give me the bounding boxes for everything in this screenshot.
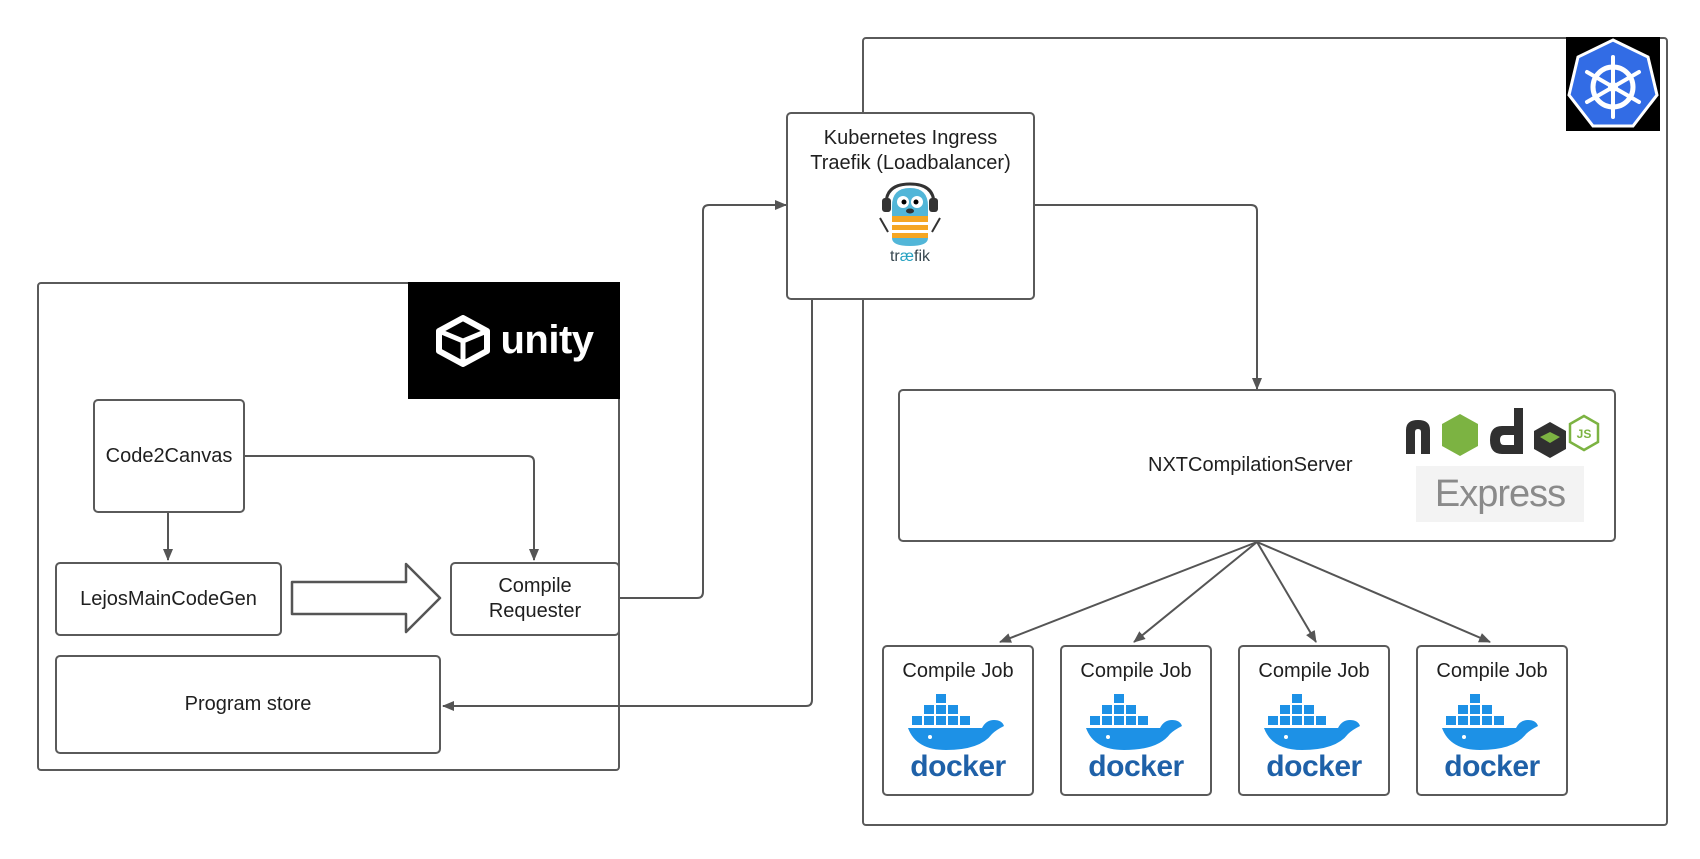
program-store-box: Program store xyxy=(55,655,441,754)
nodejs-logo: JS xyxy=(1400,402,1600,462)
arrow-ingress-to-program-store xyxy=(442,300,813,711)
docker-logo-2: docker xyxy=(1084,690,1188,786)
docker-whale-icon xyxy=(908,694,1004,750)
docker-logo-text-3: docker xyxy=(1266,750,1362,783)
compile-requester-label: Compile Requester xyxy=(488,575,582,622)
ingress-title: Kubernetes Ingress Traefik (Loadbalancer… xyxy=(810,126,1010,176)
code2canvas-box: Code2Canvas xyxy=(93,399,245,513)
kubernetes-logo xyxy=(1566,37,1660,131)
unity-logo: unity xyxy=(408,282,620,399)
traefik-logo-text: træfik xyxy=(889,248,930,265)
compile-job-label-3: Compile Job xyxy=(1258,660,1370,682)
nodejs-badge: JS xyxy=(1577,427,1592,441)
docker-logo-3: docker xyxy=(1262,690,1366,786)
docker-logo-text-1: docker xyxy=(910,750,1006,783)
nxt-compilation-server-label: NXTCompilationServer xyxy=(1148,454,1353,476)
unity-logo-text: unity xyxy=(500,318,594,362)
nodejs-wordmark-icon: JS xyxy=(1406,408,1600,458)
docker-whale-icon xyxy=(1264,694,1360,750)
arrow-requester-to-ingress xyxy=(620,200,787,599)
compile-job-label-4: Compile Job xyxy=(1436,660,1548,682)
docker-logo-text-4: docker xyxy=(1444,750,1540,783)
lejos-label: LejosMainCodeGen xyxy=(80,587,257,610)
express-logo: Express xyxy=(1416,466,1584,522)
docker-whale-icon xyxy=(1086,694,1182,750)
docker-logo-1: docker xyxy=(906,690,1010,786)
unity-group-frame xyxy=(37,282,620,771)
compile-job-label-2: Compile Job xyxy=(1080,660,1192,682)
arrow-code2canvas-to-requester xyxy=(243,455,539,561)
docker-logo-4: docker xyxy=(1440,690,1544,786)
arrow-ingress-server-bidirectional xyxy=(1024,200,1262,390)
arrow-server-to-job-2 xyxy=(1133,541,1258,643)
kubernetes-cluster-frame xyxy=(862,37,1668,826)
arrow-server-to-job-4 xyxy=(1256,541,1491,643)
traefik-logo: træfik xyxy=(870,182,950,270)
docker-whale-icon xyxy=(1442,694,1538,750)
compile-job-label-1: Compile Job xyxy=(902,660,1014,682)
kubernetes-helm-wheel-icon xyxy=(1567,38,1659,128)
ingress-line-1: Kubernetes Ingress xyxy=(823,127,998,149)
express-logo-text: Express xyxy=(1434,472,1566,515)
lejos-main-code-gen-box: LejosMainCodeGen xyxy=(55,562,282,636)
compile-requester-box: Compile Requester xyxy=(450,562,620,636)
code2canvas-label: Code2Canvas xyxy=(105,444,233,467)
program-store-label: Program store xyxy=(184,693,312,715)
ingress-line-2: Traefik (Loadbalancer) xyxy=(810,152,1011,174)
unity-cube-icon xyxy=(436,314,491,367)
arrow-server-to-job-3 xyxy=(1256,541,1317,643)
traefik-gopher-icon xyxy=(879,182,941,246)
docker-logo-text-2: docker xyxy=(1088,750,1184,783)
arrow-server-to-job-1 xyxy=(999,541,1258,643)
block-arrow-lejos-to-requester xyxy=(290,562,442,634)
